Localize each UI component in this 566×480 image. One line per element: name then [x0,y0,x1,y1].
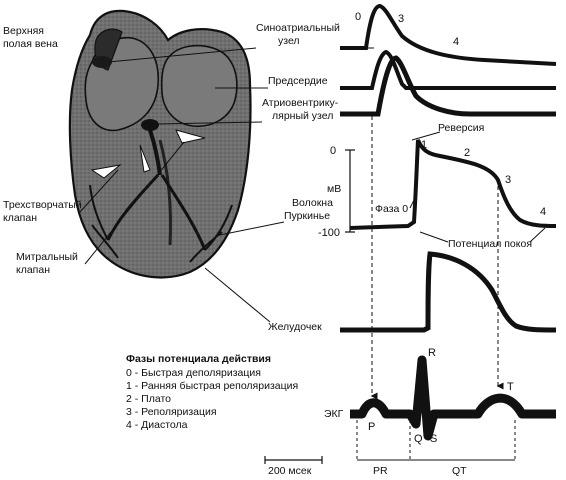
svg-text:клапан: клапан [16,264,50,276]
septal-membrane [139,144,151,173]
ecg-label: ЭКГ [324,408,344,420]
svg-text:Синоатриальный: Синоатриальный [256,22,340,34]
leader-lines [107,47,285,323]
resting-potential-label: Потенциал покоя [448,238,532,250]
purkinje-phase-2: 2 [464,147,470,159]
heart-illustration [68,9,252,279]
mv-zero-tick: 0 [330,145,336,157]
av-node-label: Атриовентрику- лярный узел [262,97,339,122]
left-atrium [160,44,238,127]
mv-unit-label: мВ [327,183,341,195]
atrium-label: Предсердие [268,75,328,87]
av-node-trace [340,55,556,117]
qt-interval-label: QT [452,465,467,477]
left-bundle-branch [160,174,207,251]
atrioventricular-node [141,119,159,131]
legend-item-0: 0 - Быстрая деполяризация [126,367,261,379]
tricuspid-valve [90,164,122,179]
purkinje-phase-3: 3 [505,174,511,186]
sa-phase-3: 3 [398,13,404,25]
ecg-trace: ЭКГ P Q R S T PR QT [324,347,556,477]
ecg-t-wave: T [507,381,514,393]
legend-title: Фазы потенциала действия [126,353,271,365]
svg-text:узел: узел [278,35,300,47]
phase-0-label: Фаза 0 [375,203,408,215]
svg-text:Волокна: Волокна [292,197,333,209]
legend-item-1: 1 - Ранняя быстрая реполяризация [126,380,298,392]
ventricle-label: Желудочек [268,321,322,333]
tricuspid-leader [79,169,119,213]
reversion-label: Реверсия [438,122,484,134]
legend-item-4: 4 - Диастола [126,419,188,431]
mv-minus100-tick: -100 [318,227,340,239]
svg-text:Верхняя: Верхняя [3,25,44,37]
svg-text:лярный узел: лярный узел [272,110,333,122]
svg-text:клапан: клапан [3,212,37,224]
svg-text:Трехстворчатый: Трехстворчатый [3,199,82,211]
purkinje-trace: 0 -100 мВ 1 2 3 4 Фаза 0 Потенциал покоя [318,131,557,250]
atrium-trace [340,49,556,90]
purkinje-fibers-left [189,204,233,263]
legend-item-3: 3 - Реполяризация [126,406,217,418]
ecg-r-wave: R [428,347,436,359]
sa-node-label: Синоатриальный узел [256,22,340,47]
svg-text:Пуркинье: Пуркинье [284,210,330,222]
sa-phase-4: 4 [453,36,459,48]
time-scale-label: 200 мсек [268,465,312,477]
svg-text:полая вена: полая вена [3,38,58,50]
interval-guides [356,420,516,462]
mitral-label: Митральный клапан [16,251,78,276]
sa-phase-0: 0 [355,11,361,23]
purkinje-label: Волокна Пуркинье [284,197,333,222]
svg-text:Атриовентрику-: Атриовентрику- [262,97,339,109]
sinoatrial-node [92,56,112,68]
legend-item-2: 2 - Плато [126,393,171,405]
ecg-p-wave: P [368,421,375,433]
vena-cava-label: Верхняя полая вена [3,25,58,50]
ecg-q-wave: Q [414,433,423,445]
svg-text:Митральный: Митральный [16,251,78,263]
septum [158,139,173,246]
purkinje-phase-1: 1 [421,139,427,151]
pr-interval-label: PR [373,465,388,477]
purkinje-fibers-right [89,184,119,259]
ecg-s-wave: S [430,433,437,445]
bundle-of-his [148,129,162,176]
mitral-valve [175,129,206,144]
purkinje-phase-4: 4 [540,206,546,218]
time-scale-bar: 200 мсек [264,456,323,477]
phase-legend: Фазы потенциала действия 0 - Быстрая деп… [126,353,298,431]
alignment-arrows [370,116,504,400]
sa-node-trace: 0 3 4 [340,3,557,66]
tricuspid-label: Трехстворчатый клапан [3,199,82,224]
ventricle-trace [340,251,557,333]
mitral-leader [84,141,185,265]
